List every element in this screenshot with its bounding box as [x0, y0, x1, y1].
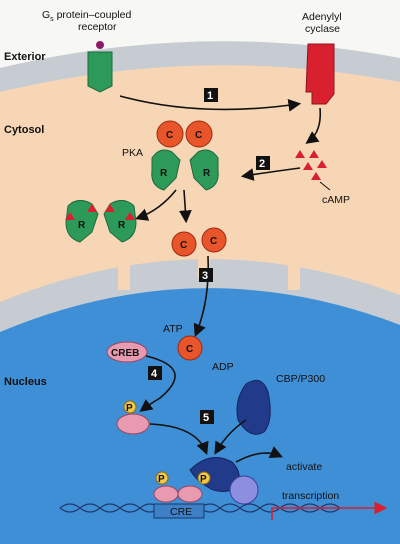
cre-label: CRE — [170, 506, 192, 518]
pka-catalytic-nuclear-icon — [177, 335, 203, 361]
phospho-creb-icon — [116, 400, 150, 435]
phosphate-label-left: P — [158, 474, 165, 485]
receptor-label: Gs protein–coupled — [42, 9, 131, 23]
phosphate-icon — [155, 471, 169, 485]
camp-leader-line — [319, 181, 331, 191]
adp-label: ADP — [212, 361, 234, 373]
step3-number: 3 — [202, 270, 208, 282]
creb-label: CREB — [111, 348, 139, 359]
step5-arrow-right — [214, 419, 247, 455]
step4-badge — [148, 366, 162, 380]
c-nuclear-label: C — [186, 344, 193, 355]
transcription-arrow — [271, 501, 388, 520]
phosphate-icon — [197, 471, 211, 485]
creb-phosphorylation-arrow — [139, 355, 176, 412]
activate-label: activate — [286, 461, 322, 473]
nuclear-pore — [118, 262, 130, 290]
step1-arrow — [119, 95, 302, 112]
camp-label: cAMP — [322, 194, 350, 206]
step2-badge — [256, 156, 270, 170]
step4-number: 4 — [151, 368, 158, 380]
c-free-right-label: C — [210, 236, 217, 247]
phosphate-icon — [123, 400, 137, 414]
phosphate-label: P — [126, 403, 133, 414]
step3-arrow — [193, 255, 210, 337]
step3-badge — [199, 268, 213, 282]
camp-production-arrow — [305, 107, 322, 144]
pka-c-right-label: C — [195, 130, 202, 141]
pka-catalytic-subunit-icon — [171, 227, 227, 257]
r-dimer-left-label: R — [78, 220, 86, 231]
pka-regulatory-dimer-icon — [65, 200, 137, 243]
step2-arrow — [240, 167, 301, 181]
pka-r-left-label: R — [160, 168, 168, 179]
step1-number: 1 — [207, 90, 213, 102]
pka-label: PKA — [122, 147, 143, 159]
pka-c-left-label: C — [166, 130, 173, 141]
nucleus-label: Nucleus — [4, 376, 47, 388]
step2-number: 2 — [259, 158, 265, 170]
transcription-label: transcription — [282, 490, 339, 502]
r-release-arrow — [134, 189, 177, 221]
cre-element — [153, 503, 205, 519]
c-release-arrow — [178, 189, 192, 224]
camp-icon — [295, 150, 327, 180]
nuclear-pore — [288, 262, 300, 290]
pka-holoenzyme-icon — [151, 120, 219, 191]
activation-arrow — [235, 446, 283, 463]
cytosol-label: Cytosol — [4, 124, 44, 136]
phosphate-label-right: P — [200, 474, 207, 485]
atp-label: ATP — [163, 323, 183, 335]
receptor-label-line2: receptor — [78, 21, 117, 33]
receptor-icon — [87, 41, 113, 93]
step1-badge — [204, 88, 218, 102]
exterior-label: Exterior — [4, 51, 46, 63]
step5-number: 5 — [203, 412, 209, 424]
cyclase-label-line2: cyclase — [305, 23, 340, 35]
step5-badge — [200, 410, 214, 424]
pka-r-right-label: R — [203, 168, 211, 179]
creb-icon — [106, 341, 148, 363]
step5-arrow-left — [149, 423, 209, 455]
c-free-left-label: C — [180, 240, 187, 251]
cbp-label: CBP/P300 — [276, 373, 325, 385]
adenylyl-cyclase-icon — [305, 43, 335, 105]
cyclase-label: Adenylyl — [302, 11, 342, 23]
r-dimer-right-label: R — [118, 220, 126, 231]
